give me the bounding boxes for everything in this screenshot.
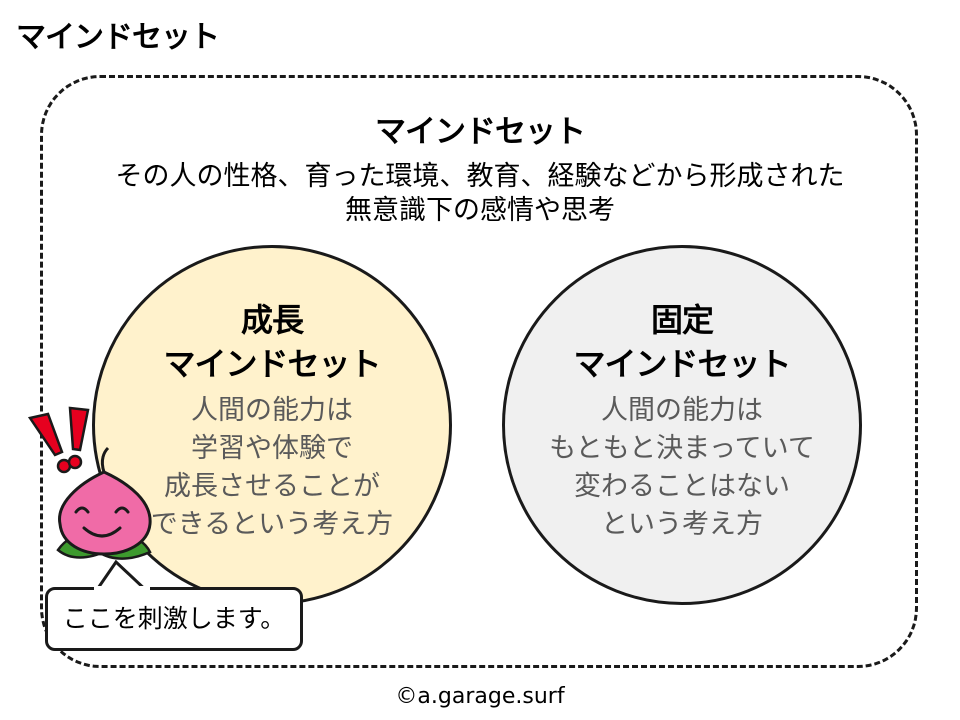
fixed-body-line: もともと決まっていて <box>549 433 815 464</box>
frame-title: マインドセット <box>375 114 586 150</box>
growth-mindset-body: 人間の能力は 学習や体験で 成長させることが できるという考え方 <box>95 392 449 544</box>
growth-body-line: 人間の能力は <box>191 395 353 426</box>
copyright-text: ©a.garage.surf <box>395 684 565 709</box>
frame-description: その人の性格、育った環境、教育、経験などから形成された 無意識下の感情や思考 <box>80 160 880 228</box>
growth-title-line: マインドセット <box>163 345 381 383</box>
fixed-mindset-body: 人間の能力は もともと決まっていて 変わることはない という考え方 <box>505 392 859 544</box>
growth-body-line: 学習や体験で <box>191 433 353 464</box>
speech-bubble: ここを刺激します。 <box>45 587 303 651</box>
fixed-body-line: という考え方 <box>601 509 763 540</box>
fixed-title-line: 固定 <box>650 301 714 339</box>
page-title: マインドセット <box>16 20 220 55</box>
description-line: 無意識下の感情や思考 <box>345 195 615 226</box>
mindset-frame <box>40 75 918 668</box>
fixed-body-line: 人間の能力は <box>601 395 763 426</box>
fixed-body-line: 変わることはない <box>574 471 790 502</box>
exclamation-icon <box>27 406 90 474</box>
bubble-tail-mask <box>94 586 150 594</box>
growth-body-line: 成長させることが <box>164 471 380 502</box>
growth-title-line: 成長 <box>240 301 304 339</box>
description-line: その人の性格、育った環境、教育、経験などから形成された <box>115 161 845 192</box>
peach-mascot-icon <box>27 406 152 560</box>
growth-body-line: できるという考え方 <box>150 509 394 540</box>
fixed-mindset-circle: 固定 マインドセット 人間の能力は もともと決まっていて 変わることはない とい… <box>502 245 862 605</box>
fixed-title-line: マインドセット <box>573 345 791 383</box>
growth-mindset-title: 成長 マインドセット <box>95 298 449 386</box>
fixed-mindset-title: 固定 マインドセット <box>505 298 859 386</box>
